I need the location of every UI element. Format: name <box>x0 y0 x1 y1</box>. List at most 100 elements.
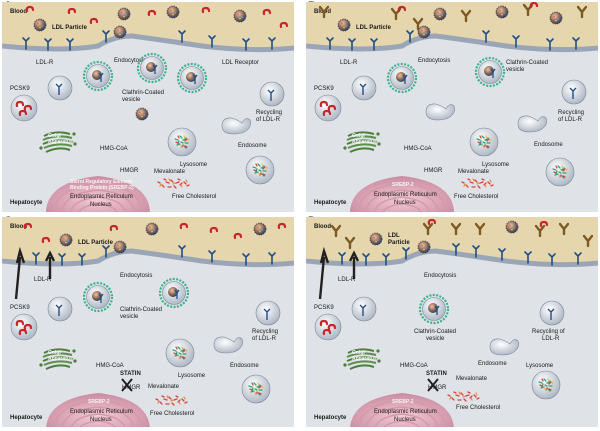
srebp-label: SREBP-2 <box>88 399 110 405</box>
panel-b: Blood LDL Particle Endocytosis LDL-R PCS… <box>306 2 598 212</box>
endosome-label: Endosome <box>478 361 507 367</box>
mevalonate-label: Mevalonate <box>458 169 490 175</box>
ldl-r-label: LDL-R <box>36 60 54 66</box>
ldl-particle <box>549 11 563 25</box>
recycling-vesicle <box>255 300 281 326</box>
ldl-particle <box>33 18 47 32</box>
hmg-coa-label: HMG-CoA <box>404 146 432 152</box>
nucleus-label: Nucleus <box>90 417 112 423</box>
panel-a-diagram: Blood LDL Particle Endocytosis LDL Recep… <box>2 2 294 212</box>
clathrin-label-2: vesicle <box>120 314 139 320</box>
lysosome <box>165 338 195 368</box>
clathrin-label-2: vesicle <box>122 97 141 103</box>
pcsk9-vesicle <box>315 95 341 121</box>
mevalonate-label: Mevalonate <box>148 384 180 390</box>
ldl-r-vesicle <box>351 75 377 101</box>
nucleus-label: Nucleus <box>90 202 112 208</box>
golgi-label-2: Apparatus <box>352 139 377 145</box>
hmgr-label: HMGR <box>122 385 141 391</box>
lysosome-label: Lysosome <box>526 363 554 369</box>
recycling-label-2: of LDL-R <box>252 336 277 342</box>
bound-ldl <box>417 25 431 39</box>
cell-membrane <box>306 248 598 268</box>
blood-label: Blood <box>10 224 27 230</box>
ldl-r-up-arrow <box>44 250 56 279</box>
statin-block-x <box>427 378 439 392</box>
panel-d: Blood LDL Particle Endocytosis LDL-R PCS… <box>306 217 598 427</box>
panel-d-diagram: Blood LDL Particle Endocytosis LDL-R PCS… <box>306 217 598 427</box>
ldl-r-label: LDL-R <box>34 277 52 283</box>
pcsk9-vesicle <box>11 314 37 340</box>
ldl-particle <box>59 233 73 247</box>
hmgr-label: HMGR <box>428 385 447 391</box>
ldl-r-vesicle <box>351 296 377 322</box>
srebp-label: SREBP-2 <box>392 399 414 405</box>
ldl-r-up-arrow <box>348 250 360 279</box>
pcsk9-secretion-arrow <box>318 246 330 300</box>
hepatocyte-label: Hepatocyte <box>314 200 347 206</box>
ldl-r-label: LDL-R <box>340 60 358 66</box>
bound-ldl <box>417 240 431 254</box>
recycling-label: Recycling of <box>532 329 565 335</box>
ldl-particle <box>166 5 180 19</box>
endocytosis-label: Endocytosis <box>120 273 152 279</box>
pcsk9-label: PCSK9 <box>314 86 334 92</box>
recycling-label: Recycling <box>256 110 282 116</box>
golgi-label-2: Apparatus <box>352 356 377 362</box>
endosome-label: Endosome <box>534 142 563 148</box>
ldl-particle <box>145 222 159 236</box>
endocytosis-label: Endocytosis <box>418 58 450 64</box>
golgi-label: Golgi <box>352 350 365 356</box>
ldl-particle-label: LDL Particle <box>52 25 88 31</box>
ldl-particle-label: LDL Particle <box>78 240 114 246</box>
recycling-vesicle <box>539 300 565 326</box>
clathrin-label: Clathrin-Coated <box>122 90 164 96</box>
clathrin-label: Clathrin-Coated <box>120 307 162 313</box>
lysosome <box>167 127 197 157</box>
recycling-label: Recycling <box>252 329 278 335</box>
free-cholesterol-label: Free Cholesterol <box>456 405 500 411</box>
ldl-particle <box>253 222 267 236</box>
clathrin-label-2: vesicle <box>506 67 525 73</box>
hmgr-label: HMGR <box>120 168 139 174</box>
clathrin-label: Clathrin-Coated <box>506 60 548 66</box>
free-cholesterol-label: Free Cholesterol <box>172 194 216 200</box>
mevalonate-label: Mevalonate <box>456 376 488 382</box>
ldl-particle <box>495 5 509 19</box>
blood-region <box>2 2 294 50</box>
cell-membrane <box>2 248 294 268</box>
ldl-particle <box>233 9 247 23</box>
endosome-label: Endosome <box>238 143 267 149</box>
recycling-vesicle <box>561 79 587 105</box>
ldl-particle-label: LDL Particle <box>356 25 392 31</box>
ldl-particle <box>117 7 131 21</box>
lysosome <box>469 127 499 157</box>
internalized-ldl <box>135 107 149 121</box>
pcsk9-vesicle <box>11 95 37 121</box>
bound-ldl <box>113 25 127 39</box>
ldl-receptor-label: LDL Receptor <box>222 60 259 66</box>
blood-region <box>306 2 598 50</box>
golgi-label-2: Apparatus <box>48 139 73 145</box>
lysosome-label: Lysosome <box>180 162 208 168</box>
ldl-r-vesicle <box>47 75 73 101</box>
statin-block-x <box>121 378 133 392</box>
hepatocyte-label: Hepatocyte <box>10 200 43 206</box>
pcsk9-label: PCSK9 <box>314 305 334 311</box>
pcsk9-label: PCSK9 <box>10 305 30 311</box>
ldl-r-vesicle <box>47 296 73 322</box>
statin-label: STATIN <box>426 371 447 377</box>
nucleus-label: Nucleus <box>394 417 416 423</box>
lysosome <box>531 370 561 400</box>
ldl-particle-label-2: Particle <box>388 240 410 246</box>
hmg-coa-label: HMG-CoA <box>400 363 428 369</box>
free-cholesterol-label: Free Cholesterol <box>150 411 194 417</box>
hmgr-label: HMGR <box>424 168 443 174</box>
pcsk9-label: PCSK9 <box>10 86 30 92</box>
free-cholesterol-label: Free Cholesterol <box>454 194 498 200</box>
recycling-label-2: LDL-R <box>542 336 560 342</box>
er-label: Endoplasmic Reticulum <box>374 192 437 198</box>
lysosome-label: Lysosome <box>482 162 510 168</box>
srebp-label: Sterol Regulatory Element <box>70 179 133 185</box>
golgi-label-2: Apparatus <box>48 356 73 362</box>
